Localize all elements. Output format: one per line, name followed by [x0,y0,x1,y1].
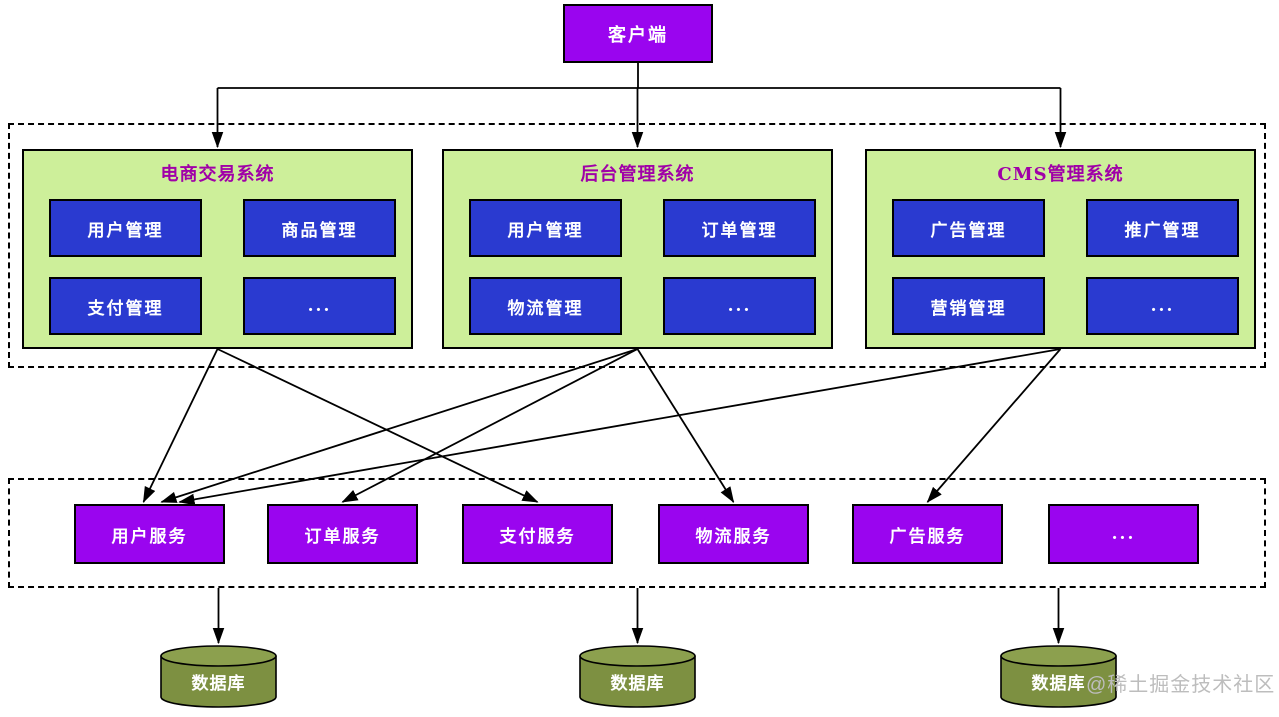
module-box: 订单管理 [663,199,816,257]
module-box: 物流管理 [469,277,622,335]
database-cylinder-icon [1000,645,1117,708]
system-title: 后台管理系统 [580,164,695,185]
database-1: 数据库 [579,645,696,709]
module-box: 广告管理 [892,199,1045,257]
watermark: @稀土掘金技术社区 [1086,674,1276,696]
module-label: ... [727,296,752,316]
service-3: 物流服务 [658,504,809,564]
service-label: 用户服务 [111,526,188,547]
service-4: 广告服务 [852,504,1003,564]
module-box: 用户管理 [49,199,202,257]
module-box: 用户管理 [469,199,622,257]
client-node: 客户端 [563,4,713,63]
module-label: 营销管理 [930,298,1007,319]
module-box: ... [243,277,396,335]
module-label: 广告管理 [930,220,1007,241]
service-label: ... [1111,524,1136,544]
service-5: ... [1048,504,1199,564]
module-box: 推广管理 [1086,199,1239,257]
module-label: 商品管理 [281,220,358,241]
service-0: 用户服务 [74,504,225,564]
module-label: ... [1150,296,1175,316]
system-title: 电商交易系统 [160,164,275,185]
database-label: 数据库 [610,673,665,694]
database-label: 数据库 [1031,673,1086,694]
system-0: 电商交易系统 用户管理 商品管理 支付管理 ... [22,149,413,349]
module-label: 支付管理 [87,298,164,319]
module-box: ... [1086,277,1239,335]
module-box: ... [663,277,816,335]
service-1: 订单服务 [267,504,418,564]
system-2: CMS管理系统 广告管理 推广管理 营销管理 ... [865,149,1256,349]
module-box: 营销管理 [892,277,1045,335]
module-label: ... [307,296,332,316]
database-cylinder-icon [160,645,277,708]
database-label: 数据库 [191,673,246,694]
database-0: 数据库 [160,645,277,709]
service-label: 物流服务 [695,526,772,547]
client-label: 客户端 [608,24,668,46]
module-label: 订单管理 [701,220,778,241]
system-title: CMS管理系统 [997,164,1124,185]
database-2: 数据库 [1000,645,1117,709]
module-label: 物流管理 [507,298,584,319]
service-label: 订单服务 [304,526,381,547]
database-cylinder-icon [579,645,696,708]
module-label: 用户管理 [87,220,164,241]
module-box: 商品管理 [243,199,396,257]
service-label: 支付服务 [499,526,576,547]
service-2: 支付服务 [462,504,613,564]
module-label: 用户管理 [507,220,584,241]
module-box: 支付管理 [49,277,202,335]
service-label: 广告服务 [889,526,966,547]
system-1: 后台管理系统 用户管理 订单管理 物流管理 ... [442,149,833,349]
module-label: 推广管理 [1124,220,1201,241]
